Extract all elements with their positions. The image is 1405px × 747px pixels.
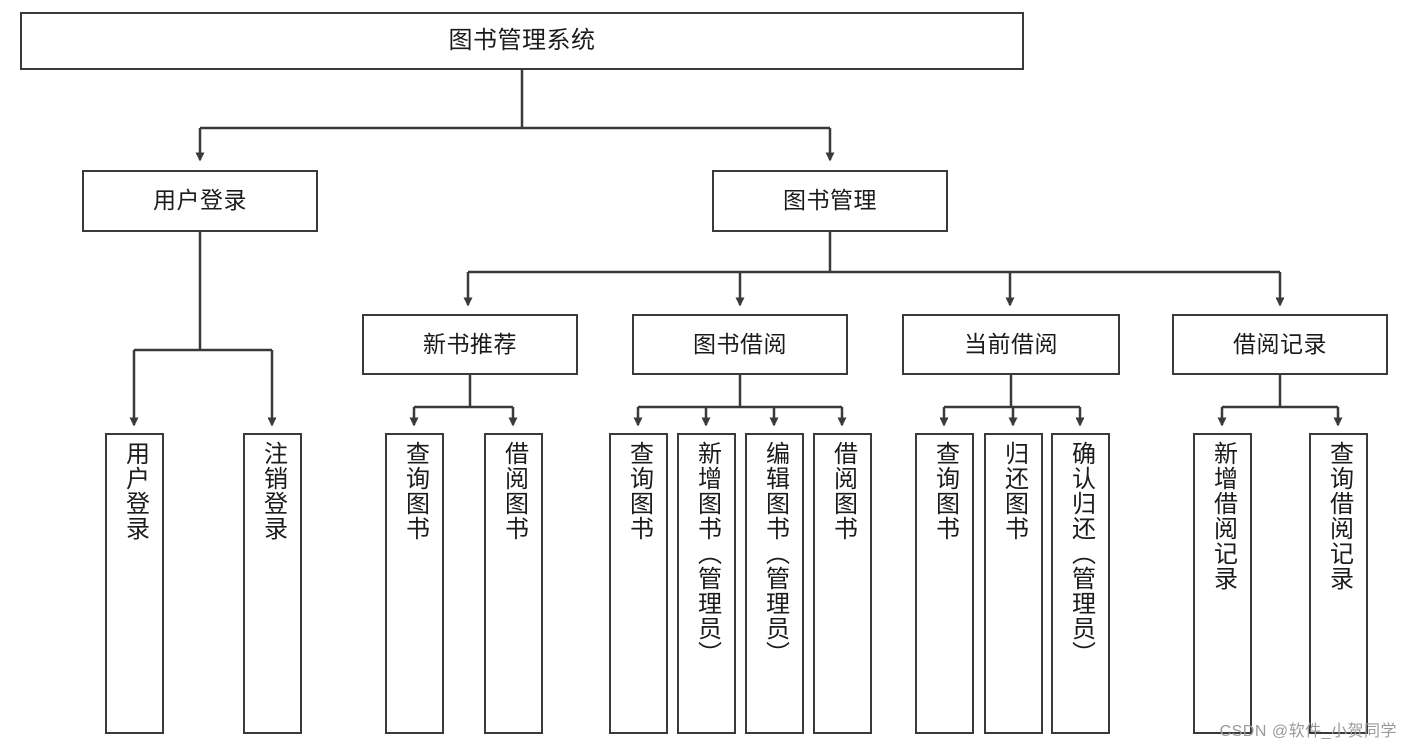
node-leaf-borrow-book-1-label: 借阅图书 (500, 441, 528, 541)
node-leaf-logout-login[interactable]: 注销登录 (243, 433, 302, 734)
node-current-borrow[interactable]: 当前借阅 (902, 314, 1120, 375)
node-leaf-borrow-book-2[interactable]: 借阅图书 (813, 433, 872, 734)
node-leaf-query-book-3-label: 查询图书 (931, 441, 959, 541)
node-leaf-edit-book[interactable]: 编辑图书（管理员） (745, 433, 804, 734)
node-borrow-record-label: 借阅记录 (1233, 330, 1327, 357)
node-book-borrow[interactable]: 图书借阅 (632, 314, 848, 375)
node-leaf-query-record[interactable]: 查询借阅记录 (1309, 433, 1368, 734)
node-leaf-add-record[interactable]: 新增借阅记录 (1193, 433, 1252, 734)
node-leaf-confirm-return[interactable]: 确认归还（管理员） (1051, 433, 1110, 734)
node-leaf-borrow-book-1[interactable]: 借阅图书 (484, 433, 543, 734)
node-book-borrow-label: 图书借阅 (693, 330, 787, 357)
node-borrow-record[interactable]: 借阅记录 (1172, 314, 1388, 375)
node-new-book-recommend-label: 新书推荐 (423, 330, 517, 357)
node-leaf-query-book-1[interactable]: 查询图书 (385, 433, 444, 734)
node-leaf-return-book[interactable]: 归还图书 (984, 433, 1043, 734)
node-leaf-query-book-3[interactable]: 查询图书 (915, 433, 974, 734)
node-book-manage-label: 图书管理 (783, 187, 877, 214)
node-leaf-logout-login-label: 注销登录 (259, 441, 287, 541)
node-leaf-query-book-1-label: 查询图书 (401, 441, 429, 541)
node-leaf-query-record-label: 查询借阅记录 (1325, 441, 1353, 591)
watermark: CSDN @软件_小贺同学 (1219, 723, 1397, 740)
node-leaf-user-login-label: 用户登录 (121, 441, 149, 541)
node-leaf-edit-book-label: 编辑图书（管理员） (761, 441, 789, 666)
node-leaf-query-book-2[interactable]: 查询图书 (609, 433, 668, 734)
node-new-book-recommend[interactable]: 新书推荐 (362, 314, 578, 375)
node-leaf-query-book-2-label: 查询图书 (625, 441, 653, 541)
node-user-login[interactable]: 用户登录 (82, 170, 318, 232)
node-root[interactable]: 图书管理系统 (20, 12, 1024, 70)
node-current-borrow-label: 当前借阅 (964, 330, 1058, 357)
node-book-manage[interactable]: 图书管理 (712, 170, 948, 232)
node-leaf-add-record-label: 新增借阅记录 (1209, 441, 1237, 591)
node-leaf-confirm-return-label: 确认归还（管理员） (1067, 441, 1095, 666)
node-leaf-add-book-label: 新增图书（管理员） (693, 441, 721, 666)
node-leaf-add-book[interactable]: 新增图书（管理员） (677, 433, 736, 734)
node-user-login-label: 用户登录 (153, 187, 247, 214)
node-leaf-return-book-label: 归还图书 (1000, 441, 1028, 541)
node-leaf-user-login[interactable]: 用户登录 (105, 433, 164, 734)
node-leaf-borrow-book-2-label: 借阅图书 (829, 441, 857, 541)
node-root-label: 图书管理系统 (448, 26, 596, 54)
